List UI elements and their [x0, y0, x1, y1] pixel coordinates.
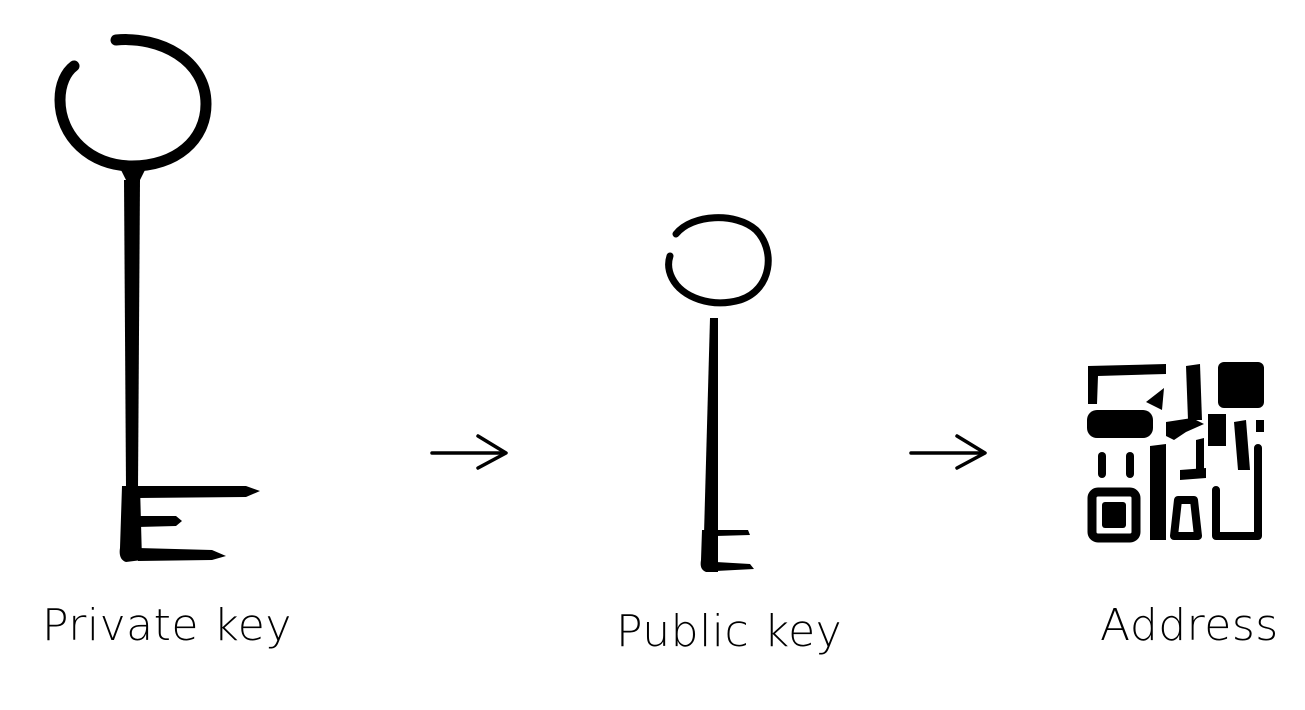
large-key-icon — [54, 34, 260, 562]
qr-code-icon — [1087, 362, 1264, 543]
arrow-right-icon — [909, 434, 987, 470]
small-key-icon — [665, 214, 772, 572]
private-key-label: Private key — [42, 600, 292, 651]
arrow-right-icon — [430, 434, 508, 470]
address-label: Address — [1100, 600, 1279, 651]
public-key-label: Public key — [616, 606, 843, 657]
